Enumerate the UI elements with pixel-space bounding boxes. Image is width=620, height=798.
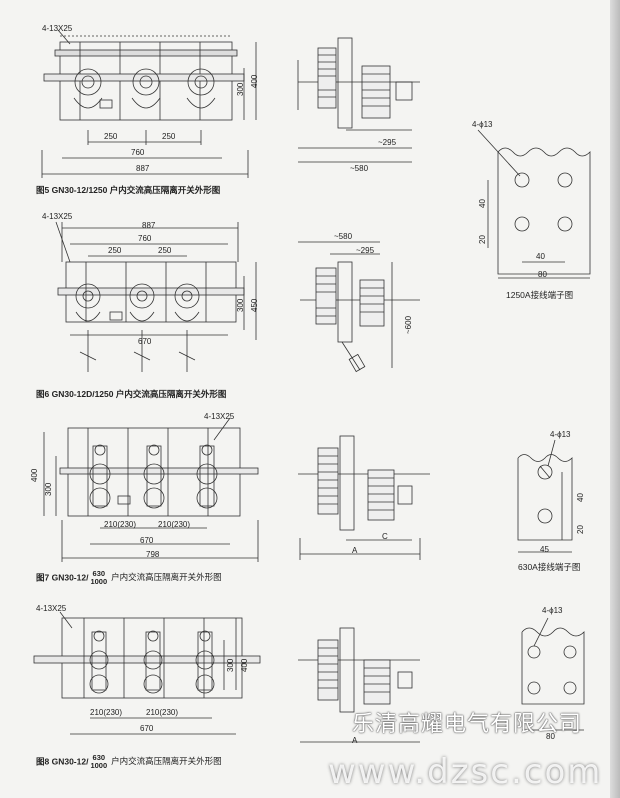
fig8-front-view	[33, 611, 261, 735]
fig7-dim-400: 400	[30, 468, 39, 482]
fig5-caption: 图5 GN30-12/1250 户内交流高压隔离开关外形图	[36, 185, 221, 195]
terminal1250-h80: 80	[538, 270, 547, 279]
fig6-side-view	[298, 241, 420, 373]
fig7-caption-prefix: 图7 GN30-12/	[36, 572, 89, 583]
fig6-front-view	[55, 221, 257, 372]
fig8-side-view	[298, 627, 420, 743]
watermark: www.dzsc.com	[328, 752, 603, 792]
terminal630-v20: 20	[576, 525, 585, 534]
fig7-dim-798: 798	[146, 550, 160, 559]
fig6-dim-450: 450	[250, 298, 259, 312]
fig8-dim-400: 400	[240, 658, 249, 672]
fig5-side-dim-295: ~295	[378, 138, 397, 147]
terminal1250-hole: 4-ϕ13	[472, 120, 493, 129]
fig7-frac-top: 630	[92, 569, 106, 578]
fig5-dim-250a: 250	[104, 132, 118, 141]
fig7-front-view	[43, 417, 259, 562]
fig8-frac-top: 630	[92, 753, 106, 762]
fig7-dim-210a: 210(230)	[104, 520, 137, 529]
fig7-dim-300: 300	[44, 482, 53, 496]
fig6-caption: 图6 GN30-12D/1250 户内交流高压隔离开关外形图	[36, 389, 227, 399]
fig5-dim-250b: 250	[162, 132, 176, 141]
fig6-dim-887: 887	[142, 221, 156, 230]
fig6-side-dim-295: ~295	[356, 246, 375, 255]
page-edge	[610, 0, 620, 798]
fig8-terminal	[521, 617, 585, 731]
terminal630-caption: 630A接线端子图	[518, 562, 581, 572]
terminal1250-v20: 20	[478, 235, 487, 244]
fig5-dim-400: 400	[250, 74, 259, 88]
fig5-dim-300: 300	[236, 82, 245, 96]
fig8-hole-spec: 4-13X25	[36, 604, 67, 613]
fig8-terminal-hole: 4-ϕ13	[542, 606, 563, 615]
fig8-dim-300: 300	[226, 658, 235, 672]
terminal-1250a	[477, 129, 591, 279]
fig8-dim-210b: 210(230)	[146, 708, 179, 717]
terminal630-v40: 40	[576, 493, 585, 502]
fig6-side-dim-600: ~600	[404, 315, 413, 334]
fig5-side-view	[297, 37, 420, 163]
fig6-dim-670: 670	[138, 337, 152, 346]
fig8-caption-rest: 户内交流高压隔离开关外形图	[111, 756, 222, 767]
fig6-dim-760: 760	[138, 234, 152, 243]
fig6-dim-250b: 250	[158, 246, 172, 255]
fig5-side-dim-580: ~580	[350, 164, 369, 173]
terminal1250-caption: 1250A接线端子图	[506, 290, 574, 300]
fig8-frac-bottom: 1000	[90, 761, 108, 770]
terminal-630a	[517, 439, 573, 553]
fig8-caption-prefix: 图8 GN30-12/	[36, 756, 89, 767]
fig6-dim-250a: 250	[108, 246, 122, 255]
fig5-front-view	[41, 29, 257, 178]
company-name-overlay: 乐清高耀电气有限公司	[352, 712, 583, 737]
terminal1250-v40: 40	[478, 199, 487, 208]
fig6-dim-300: 300	[236, 298, 245, 312]
fig6-side-dim-580: ~580	[334, 232, 353, 241]
fig7-dim-210b: 210(230)	[158, 520, 191, 529]
fig5-hole-spec: 4-13X25	[42, 24, 73, 33]
fig7-side-view	[298, 435, 430, 560]
fig5-dim-887: 887	[136, 164, 150, 173]
fig7-hole-spec: 4-13X25	[204, 412, 235, 421]
fig7-side-C: C	[382, 532, 388, 541]
terminal630-hole: 4-ϕ13	[550, 430, 571, 439]
fig6-hole-spec: 4-13X25	[42, 212, 73, 221]
fig7-dim-670: 670	[140, 536, 154, 545]
fig7-caption-rest: 户内交流高压隔离开关外形图	[111, 572, 222, 583]
fig5-dim-760: 760	[131, 148, 145, 157]
fig8-dim-210a: 210(230)	[90, 708, 123, 717]
fig8-side-A: A	[352, 736, 358, 745]
fig7-side-A: A	[352, 546, 358, 555]
terminal1250-h40: 40	[536, 252, 545, 261]
terminal630-h45: 45	[540, 545, 549, 554]
fig8-dim-670: 670	[140, 724, 154, 733]
fig8-terminal-h80: 80	[546, 732, 555, 741]
fig7-frac-bottom: 1000	[90, 577, 108, 586]
